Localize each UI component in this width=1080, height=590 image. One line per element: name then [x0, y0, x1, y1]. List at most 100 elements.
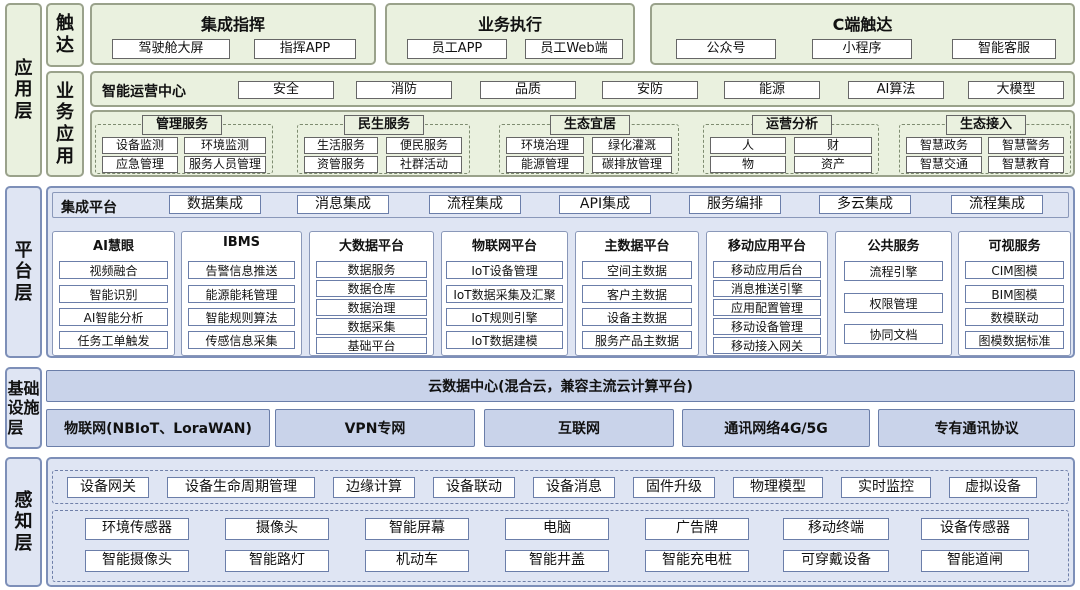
device-item[interactable]: 智能道闸	[921, 550, 1029, 572]
platform-item[interactable]: 智能识别	[59, 285, 168, 303]
platform-item[interactable]: 移动应用后台	[713, 261, 821, 278]
platform-item[interactable]: 数模联动	[965, 308, 1064, 326]
biz-item-life-service[interactable]: 生活服务	[304, 137, 378, 154]
ops-item-energy[interactable]: 能源	[724, 81, 820, 99]
device-item[interactable]: 摄像头	[225, 518, 329, 540]
platform-item[interactable]: 空间主数据	[582, 261, 692, 279]
ops-item-security[interactable]: 安全	[238, 81, 334, 99]
device-item[interactable]: 智能屏幕	[365, 518, 469, 540]
cloud-data-center[interactable]: 云数据中心(混合云，兼容主流云计算平台)	[46, 370, 1075, 402]
perception-item[interactable]: 固件升级	[633, 477, 715, 498]
platform-item[interactable]: BIM图模	[965, 285, 1064, 303]
infra-item-telecom[interactable]: 通讯网络4G/5G	[682, 409, 870, 447]
platform-item[interactable]: 数据仓库	[316, 280, 427, 297]
ops-item-protection[interactable]: 安防	[602, 81, 698, 99]
device-item[interactable]: 设备传感器	[921, 518, 1029, 540]
biz-item-carbon[interactable]: 碳排放管理	[592, 156, 672, 173]
touch-item-official-account[interactable]: 公众号	[676, 39, 776, 59]
perception-item[interactable]: 实时监控	[841, 477, 931, 498]
platform-item[interactable]: IoT数据建模	[446, 331, 563, 349]
platform-item[interactable]: 消息推送引擎	[713, 280, 821, 297]
device-item[interactable]: 智能路灯	[225, 550, 329, 572]
perception-item[interactable]: 边缘计算	[333, 477, 415, 498]
platform-item[interactable]: IoT规则引擎	[446, 308, 563, 326]
biz-item-materials[interactable]: 物	[710, 156, 786, 173]
platform-item[interactable]: IoT设备管理	[446, 261, 563, 279]
biz-item-community[interactable]: 社群活动	[386, 156, 462, 173]
platform-item[interactable]: 移动接入网关	[713, 337, 821, 354]
biz-item-finance[interactable]: 财	[794, 137, 872, 154]
infra-item-vpn[interactable]: VPN专网	[275, 409, 475, 447]
platform-item[interactable]: 权限管理	[844, 293, 943, 313]
biz-item-police[interactable]: 智慧警务	[988, 137, 1064, 154]
biz-item-gov[interactable]: 智慧政务	[906, 137, 982, 154]
integration-item-multicloud[interactable]: 多云集成	[819, 195, 911, 214]
platform-item[interactable]: 数据治理	[316, 299, 427, 316]
platform-item[interactable]: 数据服务	[316, 261, 427, 278]
biz-item-assets[interactable]: 资产	[794, 156, 872, 173]
perception-item[interactable]: 设备消息	[533, 477, 615, 498]
perception-item[interactable]: 虚拟设备	[949, 477, 1037, 498]
ops-item-quality[interactable]: 品质	[480, 81, 576, 99]
device-item[interactable]: 环境传感器	[85, 518, 189, 540]
biz-item-traffic[interactable]: 智慧交通	[906, 156, 982, 173]
biz-item-energy-management[interactable]: 能源管理	[506, 156, 584, 173]
platform-item[interactable]: CIM图模	[965, 261, 1064, 279]
touch-item-smart-service[interactable]: 智能客服	[952, 39, 1056, 59]
device-item[interactable]: 移动终端	[783, 518, 889, 540]
platform-item[interactable]: 任务工单触发	[59, 331, 168, 349]
infra-item-iot[interactable]: 物联网(NBIoT、LoraWAN)	[46, 409, 270, 447]
platform-item[interactable]: 视频融合	[59, 261, 168, 279]
platform-item[interactable]: 流程引擎	[844, 261, 943, 281]
biz-item-env-governance[interactable]: 环境治理	[506, 137, 584, 154]
infra-item-internet[interactable]: 互联网	[484, 409, 674, 447]
touch-item-staff-app[interactable]: 员工APP	[407, 39, 507, 59]
platform-item[interactable]: 能源能耗管理	[188, 285, 295, 303]
platform-item[interactable]: 智能规则算法	[188, 308, 295, 326]
integration-item-message[interactable]: 消息集成	[297, 195, 389, 214]
platform-item[interactable]: 数据采集	[316, 318, 427, 335]
platform-item[interactable]: 客户主数据	[582, 285, 692, 303]
platform-item[interactable]: 基础平台	[316, 337, 427, 354]
platform-item[interactable]: 告警信息推送	[188, 261, 295, 279]
biz-item-asset-service[interactable]: 资管服务	[304, 156, 378, 173]
perception-item[interactable]: 设备生命周期管理	[167, 477, 315, 498]
infra-item-protocol[interactable]: 专有通讯协议	[878, 409, 1075, 447]
platform-item[interactable]: 协同文档	[844, 324, 943, 344]
biz-item-environment-monitor[interactable]: 环境监测	[184, 137, 266, 154]
ops-item-large-model[interactable]: 大模型	[968, 81, 1064, 99]
platform-item[interactable]: 图模数据标准	[965, 331, 1064, 349]
perception-item[interactable]: 设备联动	[433, 477, 515, 498]
biz-item-people[interactable]: 人	[710, 137, 786, 154]
platform-item[interactable]: 设备主数据	[582, 308, 692, 326]
device-item[interactable]: 智能摄像头	[85, 550, 189, 572]
perception-item[interactable]: 设备网关	[67, 477, 149, 498]
platform-item[interactable]: 传感信息采集	[188, 331, 295, 349]
perception-item[interactable]: 物理模型	[733, 477, 823, 498]
touch-item-command-app[interactable]: 指挥APP	[254, 39, 356, 59]
integration-item-flow-2[interactable]: 流程集成	[951, 195, 1043, 214]
integration-item-data[interactable]: 数据集成	[169, 195, 261, 214]
platform-item[interactable]: IoT数据采集及汇聚	[446, 285, 563, 303]
touch-item-staff-web[interactable]: 员工Web端	[525, 39, 623, 59]
integration-item-flow[interactable]: 流程集成	[429, 195, 521, 214]
platform-item[interactable]: 移动设备管理	[713, 318, 821, 335]
biz-item-education[interactable]: 智慧教育	[988, 156, 1064, 173]
touch-item-cockpit[interactable]: 驾驶舱大屏	[112, 39, 230, 59]
touch-item-mini-program[interactable]: 小程序	[812, 39, 912, 59]
device-item[interactable]: 可穿戴设备	[783, 550, 889, 572]
platform-item[interactable]: AI智能分析	[59, 308, 168, 326]
integration-item-api[interactable]: API集成	[559, 195, 651, 214]
platform-item[interactable]: 服务产品主数据	[582, 331, 692, 349]
device-item[interactable]: 广告牌	[645, 518, 749, 540]
ops-item-fire[interactable]: 消防	[356, 81, 452, 99]
integration-item-orchestration[interactable]: 服务编排	[689, 195, 781, 214]
biz-item-convenience[interactable]: 便民服务	[386, 137, 462, 154]
device-item[interactable]: 智能井盖	[505, 550, 609, 572]
device-item[interactable]: 智能充电桩	[645, 550, 749, 572]
biz-item-irrigation[interactable]: 绿化灌溉	[592, 137, 672, 154]
biz-item-staff-management[interactable]: 服务人员管理	[184, 156, 266, 173]
device-item[interactable]: 电脑	[505, 518, 609, 540]
biz-item-equipment-monitor[interactable]: 设备监测	[102, 137, 178, 154]
device-item[interactable]: 机动车	[365, 550, 469, 572]
